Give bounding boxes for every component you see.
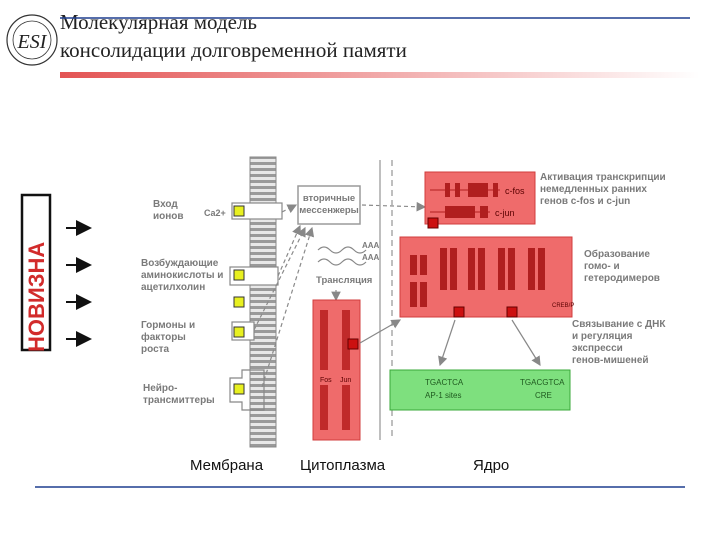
- activation-node: [233, 205, 245, 217]
- dimer-bar: [478, 248, 485, 290]
- jun-label: Jun: [340, 377, 351, 384]
- activation-nodes: [233, 205, 245, 395]
- dna-seq-label: TGACGTCA: [520, 378, 565, 387]
- dna-box: [389, 369, 571, 411]
- dimer-bar: [440, 248, 447, 290]
- translation-label: Трансляция: [316, 275, 372, 286]
- stimulus-label: факторы: [141, 331, 186, 343]
- signal-arrow: [361, 201, 427, 212]
- vertical-label: НОВИЗНА: [24, 242, 49, 352]
- binding-arrow: [438, 319, 456, 367]
- mrna-wave: [317, 246, 367, 254]
- import-arrow: [359, 319, 402, 344]
- note-dimers: гетеродимеров: [584, 273, 660, 284]
- dimer-bar: [410, 282, 417, 307]
- page-title: Молекулярная модель консолидации долговр…: [60, 8, 700, 64]
- signal-arrow: [253, 226, 306, 331]
- stimulus-label: аминокислоты и: [141, 270, 223, 281]
- mrna-wave: [317, 258, 367, 266]
- phospho-node: [453, 306, 465, 318]
- dna-site-label: AP-1 sites: [425, 391, 461, 400]
- dimer-bar: [468, 248, 475, 290]
- logo-text: ESI: [17, 31, 48, 53]
- protein-bar: [342, 310, 350, 370]
- fos-label: Fos: [320, 377, 332, 384]
- input-arrows: [66, 220, 92, 347]
- activation-node: [233, 296, 245, 308]
- protein-bar: [342, 385, 350, 430]
- institute-logo: ESI: [6, 14, 58, 66]
- dimer-bar: [420, 282, 427, 307]
- gene-cfos-label: c-fos: [505, 186, 525, 196]
- protein-bar: [320, 310, 328, 370]
- dimer-bar: [538, 248, 545, 290]
- membrane-column: [249, 156, 277, 448]
- dimer-bar: [498, 248, 505, 290]
- dimer-bar: [420, 255, 427, 275]
- dna-site-label: CRE: [535, 391, 552, 400]
- dimer-bar: [528, 248, 535, 290]
- binding-arrow: [511, 319, 541, 367]
- signal-arrow: [277, 224, 302, 277]
- phospho-node: [427, 217, 439, 229]
- note-transcription: Активация транскрипции: [540, 172, 666, 183]
- signal-arrow: [281, 204, 298, 214]
- protein-bar: [320, 385, 328, 430]
- note-transcription: генов c-fos и c-jun: [540, 196, 630, 207]
- note-dna-binding: экспресси: [572, 343, 623, 354]
- vertical-label-frame: [20, 193, 52, 352]
- note-dimers: гомо- и: [584, 261, 620, 272]
- second-messengers-line1: вторичные: [303, 193, 355, 204]
- phospho-node: [506, 306, 518, 318]
- dimer-bar: [508, 248, 515, 290]
- second-messengers-box: [297, 185, 361, 225]
- ion-label: Ca2+: [204, 208, 226, 218]
- stimulus-label: ионов: [153, 211, 184, 222]
- receptor: [229, 369, 265, 411]
- note-dna-binding: генов-мишеней: [572, 355, 649, 366]
- stimulus-label: Вход: [153, 199, 178, 210]
- activation-node: [233, 383, 245, 395]
- aaa-label: AAA: [362, 253, 380, 262]
- aaa-label: AAA: [362, 241, 380, 250]
- second-messengers-line2: мессенжеры: [299, 205, 359, 216]
- dimer-bar: [450, 248, 457, 290]
- stimulus-label: трансмиттеры: [143, 395, 215, 406]
- dna-seq-label: TGACTCA: [425, 378, 464, 387]
- dimer-bar: [410, 255, 417, 275]
- note-dna-binding: Связывание с ДНК: [572, 319, 666, 330]
- stimulus-label: ацетилхолин: [141, 282, 205, 293]
- stimulus-label: Гормоны и: [141, 320, 195, 331]
- gene-cjun-label: c-jun: [495, 208, 515, 218]
- stimulus-label: роста: [141, 344, 170, 355]
- stimulus-label: Нейро-: [143, 383, 177, 394]
- title-line-1: Молекулярная модель: [60, 10, 258, 34]
- note-dimers: Образование: [584, 248, 650, 260]
- note-dna-binding: и регуляция: [572, 331, 633, 342]
- title-line-2: консолидации долговременной памяти: [60, 38, 407, 62]
- note-transcription: немедленных ранних: [540, 184, 647, 195]
- stimulus-label: Возбуждающие: [141, 257, 219, 269]
- activation-node: [233, 326, 245, 338]
- compartment-membrane: Мембрана: [190, 457, 264, 474]
- activation-node: [233, 269, 245, 281]
- compartment-cytoplasm: Цитоплазма: [300, 457, 386, 474]
- phospho-node: [347, 338, 359, 350]
- compartment-nucleus: Ядро: [473, 457, 509, 474]
- creb-label: CREB/P: [552, 303, 574, 309]
- title-gradient-bar: [60, 72, 700, 78]
